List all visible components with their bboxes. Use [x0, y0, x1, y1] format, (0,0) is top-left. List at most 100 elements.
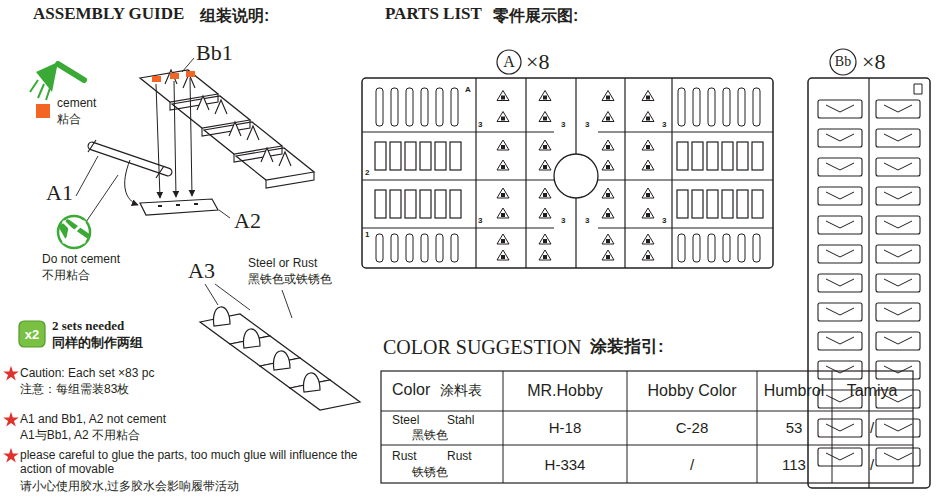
glue-brush-icon: [30, 62, 84, 100]
guide-horn: [229, 122, 259, 140]
table-cell: Stahl: [447, 413, 474, 427]
leader-line: [219, 210, 230, 218]
sprue-bb: [808, 78, 930, 488]
part-name: Bb1: [196, 40, 233, 66]
cement-spot: [186, 71, 195, 77]
guide-horn: [273, 351, 290, 370]
section-heading: 零件展示图:: [493, 6, 578, 25]
color-note: 黑铁色或铁锈色: [248, 272, 332, 286]
table-header: 涂料表: [440, 382, 482, 399]
sprue-number: 3: [662, 120, 666, 130]
table-header: Hobby Color: [648, 381, 737, 400]
note: 同样的制作两组: [52, 335, 143, 351]
guide-horn: [197, 96, 227, 114]
table-header: Humbrol: [764, 381, 824, 400]
note: 注意：每组需装83枚: [20, 382, 129, 396]
node-text: x2: [25, 327, 39, 342]
pin-body: [92, 146, 168, 172]
table-cell: 113: [782, 456, 806, 474]
bullet-star: [3, 448, 19, 463]
guide-horn: [213, 307, 230, 326]
note: Caution: Each set ×83 pc: [20, 366, 154, 380]
table-cell: H-18: [549, 419, 582, 437]
sprue-id-circle: A: [496, 49, 522, 75]
bullet-star: [3, 412, 19, 427]
table-cell: 黑铁色: [412, 428, 448, 442]
no-cement-icon: [58, 216, 90, 248]
sprue-number: 3: [478, 216, 482, 226]
node-text: A: [503, 53, 515, 71]
end-connector: [140, 199, 218, 215]
table-cell: C-28: [676, 419, 709, 437]
note: 请小心使用胶水,过多胶水会影响履带活动: [20, 479, 239, 493]
sprue-number: 3: [478, 120, 482, 130]
sprue-number: 3: [585, 120, 589, 130]
sprue-number: 3: [585, 216, 589, 226]
track-pad: [234, 146, 282, 162]
sprue-number: 3: [561, 216, 565, 226]
legend-text: Do not cement 不用粘合: [42, 252, 134, 283]
section-heading: COLOR SUGGESTION: [383, 335, 581, 359]
cement-spot: [170, 73, 179, 79]
section-heading: 组装说明:: [200, 6, 269, 25]
quantity: ×8: [862, 49, 885, 75]
leader-line: [282, 290, 292, 318]
pin-outline: [92, 146, 168, 172]
bullet-star: [3, 366, 19, 381]
legend-swatch: [36, 104, 50, 118]
legend-text: cement 粘合: [57, 96, 109, 127]
sprue-id-circle: Bb: [829, 48, 857, 76]
leader-line: [76, 156, 98, 196]
part-name: A3: [188, 258, 215, 284]
track-pad: [202, 120, 250, 136]
part-name: A1: [46, 180, 73, 206]
sprue-number: 2: [365, 168, 369, 178]
sprue-letter: A: [465, 85, 471, 95]
table-cell: Rust: [392, 449, 417, 463]
guide-horn: [243, 329, 260, 348]
cement-spot: [152, 76, 161, 82]
track-illustration: [76, 58, 360, 410]
leader-line: [86, 175, 118, 222]
table-cell: 铁锈色: [412, 465, 448, 479]
note: please careful to glue the parts, too mu…: [20, 448, 365, 477]
leader-line: [205, 284, 250, 310]
track-link: [172, 96, 250, 128]
part-name: A2: [234, 208, 261, 234]
table-cell: 53: [786, 419, 803, 437]
assembly-arrow: [190, 78, 192, 196]
color-note: Steel or Rust: [248, 256, 317, 270]
sprue-a: [362, 78, 773, 268]
track-link: [290, 380, 360, 410]
section-heading: ASSEMBLY GUIDE: [33, 4, 184, 24]
table-cell: /: [870, 419, 874, 437]
quantity: ×8: [526, 49, 549, 75]
section-heading: PARTS LIST: [385, 4, 482, 24]
color-table-grid: [381, 371, 913, 483]
track-link: [236, 148, 314, 180]
section-heading: 涂装指引:: [590, 337, 664, 357]
leader-line: [182, 58, 194, 72]
table-cell: /: [690, 456, 694, 474]
track-pad: [266, 172, 314, 188]
table-cell: Steel: [392, 413, 419, 427]
sprue-number: 3: [561, 120, 565, 130]
note: A1与Bb1, A2 不用粘合: [20, 428, 140, 442]
guide-horn: [261, 148, 291, 166]
node-text: Bb: [835, 54, 851, 70]
table-cell: /: [870, 456, 874, 474]
sprue-number: 1: [365, 230, 369, 240]
assembly-arrow: [174, 81, 176, 197]
table-header: Tamiya: [847, 381, 898, 400]
note: 2 sets needed: [52, 318, 124, 334]
sprue-number: 3: [662, 216, 666, 226]
note: A1 and Bb1, A2 not cement: [20, 412, 166, 426]
table-cell: H-334: [545, 456, 586, 474]
table-cell: Rust: [447, 449, 472, 463]
track-pad: [170, 94, 218, 110]
assembly-arrow: [156, 84, 160, 198]
assembly-arrow: [125, 160, 138, 205]
track-link: [204, 122, 282, 154]
track-link: [140, 70, 218, 102]
